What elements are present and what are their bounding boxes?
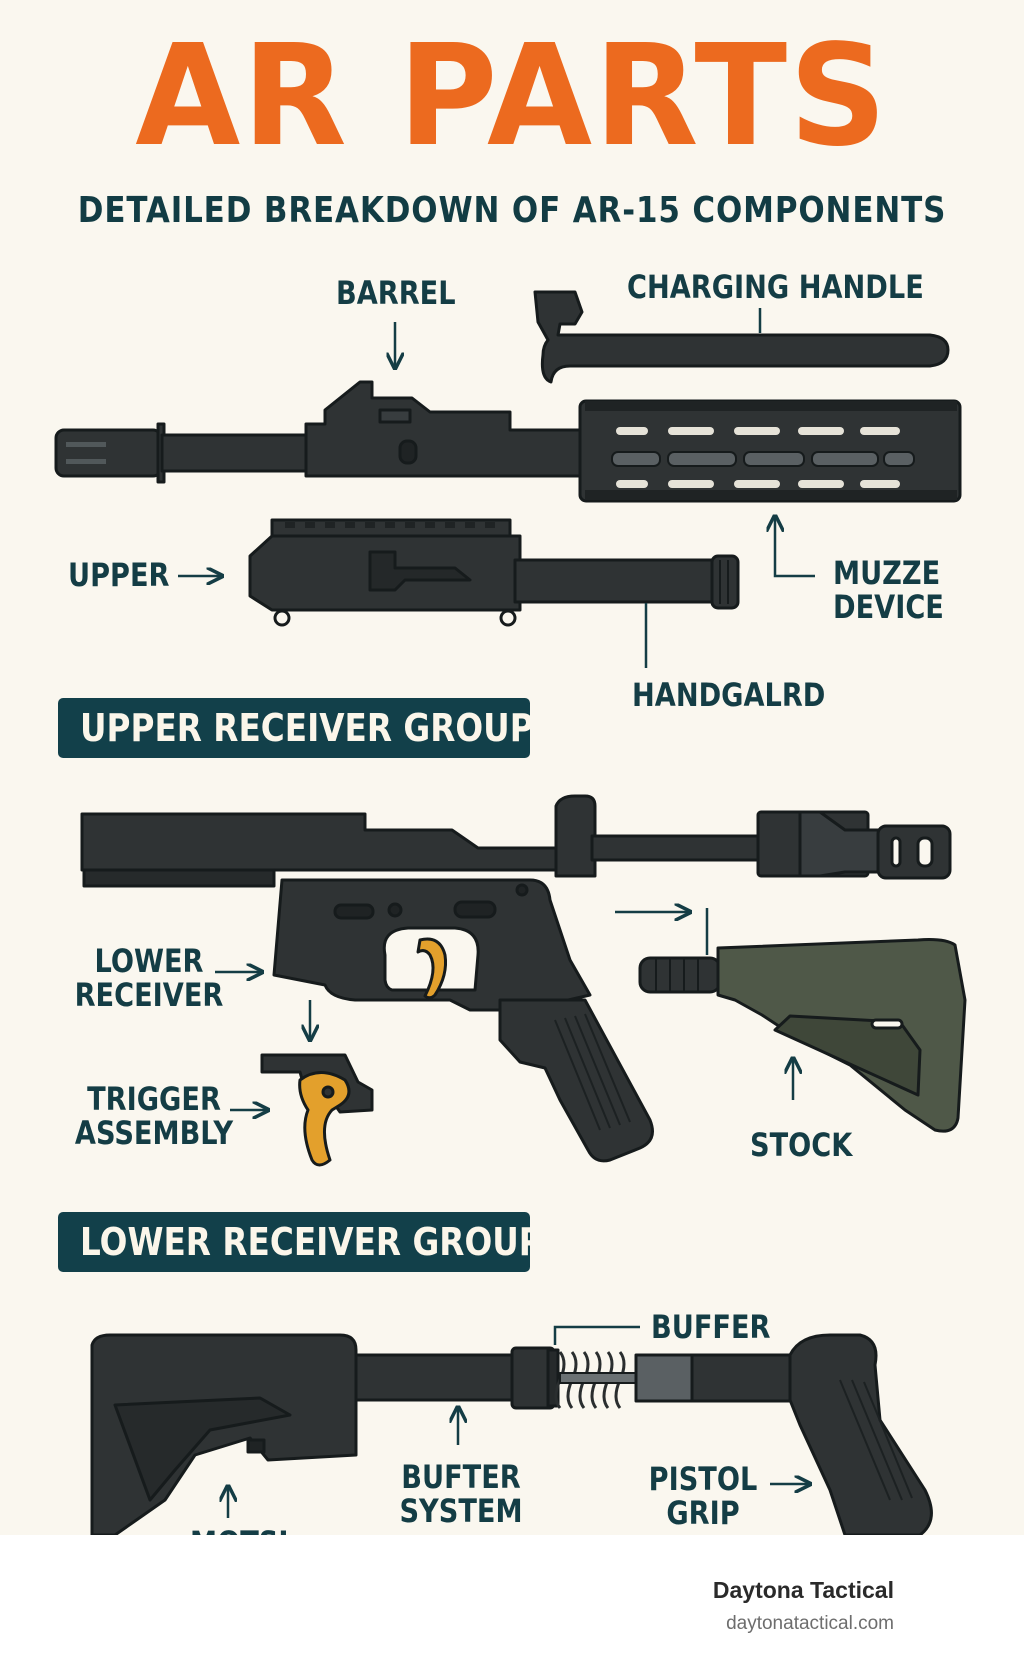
- label-trigger-assembly: TRIGGER ASSEMBLY: [74, 1080, 234, 1152]
- receiver-rail-part: [80, 794, 952, 888]
- parts-illustration: [54, 290, 967, 1535]
- label-buffer: BUFFER: [651, 1308, 771, 1346]
- label-barrel: BARREL: [336, 274, 456, 312]
- page-title: AR PARTS: [135, 15, 889, 178]
- infographic-poster: AR PARTS DETAILED BREAKDOWN OF AR-15 COM…: [0, 0, 1024, 1535]
- label-pistol-grip: PISTOL GRIP: [648, 1460, 758, 1532]
- label-muzze-device: MUZZE DEVICE: [833, 554, 944, 626]
- label-bufter-system: BUFTER SYSTEM: [399, 1458, 523, 1530]
- footer: Daytona Tactical daytonatactical.com: [0, 1535, 1024, 1666]
- brand-url[interactable]: daytonatactical.com: [726, 1613, 894, 1634]
- barrel-assembly-part: [54, 380, 962, 503]
- upper-receiver-part: [248, 518, 740, 627]
- stock-part: [638, 938, 967, 1133]
- label-stock: STOCK: [750, 1126, 853, 1164]
- page-subtitle: DETAILED BREAKDOWN OF AR-15 COMPONENTS: [77, 190, 947, 231]
- brand-name: Daytona Tactical: [712, 1577, 894, 1603]
- trigger-assembly-part: [260, 1053, 374, 1167]
- upper-receiver-group-banner: UPPER RECEIVER GROUP: [58, 698, 530, 758]
- lower-receiver-part: [272, 878, 654, 1163]
- charging-handle-part: [533, 290, 950, 384]
- label-lower-receiver: LOWER RECEIVER: [74, 942, 224, 1014]
- label-cropped: MOTSL: [190, 1526, 296, 1535]
- label-upper: UPPER: [68, 556, 170, 594]
- lower-receiver-group-banner: LOWER RECEIVER GROUP: [58, 1212, 530, 1272]
- label-charging-handle: CHARGING HANDLE: [627, 268, 924, 306]
- leader-lines: [178, 308, 815, 1518]
- buffer-assembly-part: [90, 1333, 933, 1535]
- label-handgalrd: HANDGALRD: [632, 676, 826, 714]
